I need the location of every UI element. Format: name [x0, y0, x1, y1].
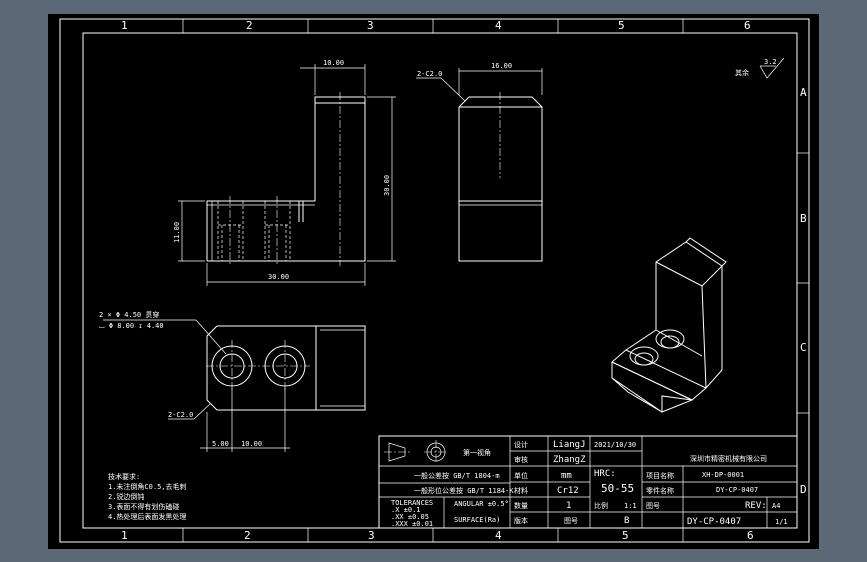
- version-label: 版本: [514, 516, 528, 525]
- front-view-dimensions: 10.00 30.00 11.00 30.00: [173, 59, 396, 286]
- note-line: 4.热处理后表面发黑处理: [108, 512, 186, 521]
- surface-roughness: SURFACE(Ra): [454, 516, 500, 524]
- material-label: 材料: [514, 486, 528, 495]
- size-value[interactable]: A4: [772, 502, 780, 510]
- rev-label: REV:: [745, 501, 767, 511]
- tolerance-line: .X ±0.1: [391, 506, 421, 514]
- col-label: 6: [747, 529, 754, 542]
- material-value[interactable]: Cr12: [557, 486, 579, 496]
- col-label: 1: [121, 529, 128, 542]
- row-label: D: [800, 483, 807, 496]
- check-label: 审核: [514, 455, 528, 464]
- drawing-label: 图号: [646, 502, 660, 510]
- col-label: 4: [495, 529, 502, 542]
- hardness-label: HRC:: [594, 469, 616, 479]
- zone-labels-top: 1 2 3 4 5 6: [121, 19, 751, 32]
- roughness-value: 3.2: [764, 58, 777, 66]
- dim-height-small: 11.00: [173, 222, 181, 243]
- sheet-value[interactable]: 1/1: [775, 518, 788, 526]
- company-name: 深圳市精密机械有限公司: [690, 454, 767, 463]
- col-label: 3: [368, 529, 375, 542]
- part-value[interactable]: DY-CP-0407: [716, 486, 758, 494]
- design-value[interactable]: LiangJ: [553, 440, 586, 450]
- note-line: 2.锐边倒钝: [108, 492, 144, 501]
- dim-width-overall: 30.00: [268, 273, 289, 281]
- hole-note-2: ⌴ Φ 8.00 ↧ 4.40: [99, 322, 164, 330]
- col-label: 3: [367, 19, 374, 32]
- drawing-value[interactable]: DY-CP-0407: [687, 517, 741, 527]
- hole-note-1: 2 × Φ 4.50 贯穿: [99, 310, 159, 319]
- col-label: 5: [622, 529, 629, 542]
- note-line: 1.未注倒角C0.5,去毛刺: [108, 482, 187, 491]
- isometric-view[interactable]: [611, 237, 727, 413]
- col-label: 4: [495, 19, 502, 32]
- row-label: A: [800, 86, 807, 99]
- note-line: 技术要求:: [108, 472, 140, 481]
- drawing-label-alt: 图号: [564, 517, 578, 525]
- col-label: 2: [246, 19, 253, 32]
- zone-dividers: [182, 19, 809, 542]
- roughness-symbol: 其余 3.2: [735, 57, 785, 79]
- unit-value[interactable]: mm: [561, 471, 572, 481]
- row-label: C: [800, 341, 807, 354]
- geometric-tolerance-note: 一般形位公差按 GB/T 1184-K: [414, 486, 514, 495]
- scale-value[interactable]: 1:1: [624, 502, 637, 510]
- col-label: 2: [244, 529, 251, 542]
- dim-chamfer-plan: 2-C2.0: [168, 411, 193, 419]
- dim-side-width: 16.00: [491, 62, 512, 70]
- side-view[interactable]: 16.00 2-C2.0: [416, 62, 543, 262]
- tolerance-line: .XX ±0.05: [391, 513, 429, 521]
- technical-notes: 技术要求: 1.未注倒角C0.5,去毛刺 2.锐边倒钝 3.表面不得有划伤磕碰 …: [108, 472, 187, 521]
- tolerance-line: .XXX ±0.01: [391, 520, 433, 528]
- title-block[interactable]: 第一视角 一般公差按 GB/T 1804-m 一般形位公差按 GB/T 1184…: [378, 435, 798, 529]
- qty-label: 数量: [514, 501, 528, 510]
- projection-label: 第一视角: [463, 448, 491, 457]
- dim-top-width: 10.00: [323, 59, 344, 67]
- dim-chamfer-side: 2-C2.0: [417, 70, 442, 78]
- row-label: B: [800, 212, 807, 225]
- roughness-label: 其余: [735, 68, 749, 77]
- projection-cone-icon: [388, 442, 406, 462]
- general-tolerance-note: 一般公差按 GB/T 1804-m: [414, 471, 500, 480]
- hardness-value[interactable]: 50-55: [601, 482, 634, 495]
- check-value[interactable]: ZhangZ: [553, 455, 586, 465]
- dim-spacing-2: 10.00: [241, 440, 262, 448]
- col-label: 6: [744, 19, 751, 32]
- front-view[interactable]: [206, 92, 366, 266]
- project-value[interactable]: XH-DP-0001: [702, 471, 744, 479]
- outer-frame: [59, 18, 810, 543]
- qty-value[interactable]: 1: [566, 501, 571, 511]
- part-label: 零件名称: [646, 486, 674, 495]
- unit-label: 单位: [514, 471, 528, 480]
- note-line: 3.表面不得有划伤磕碰: [108, 502, 179, 511]
- version-value[interactable]: B: [624, 516, 629, 526]
- zone-labels-right: A B C D: [800, 86, 807, 496]
- col-label: 1: [121, 19, 128, 32]
- scale-label: 比例: [594, 501, 608, 510]
- project-label: 项目名称: [646, 471, 674, 480]
- dim-spacing-1: 5.00: [212, 440, 229, 448]
- plan-view[interactable]: 2 × Φ 4.50 贯穿 ⌴ Φ 8.00 ↧ 4.40 2-C2.0 5.0…: [99, 310, 366, 452]
- zone-labels-bottom: 1 2 3 4 5 6: [121, 529, 754, 542]
- design-label: 设计: [514, 440, 528, 449]
- tolerance-line: TOLERANCES: [391, 499, 433, 507]
- model-space: [48, 14, 819, 549]
- angular-tolerance: ANGULAR ±0.5°: [454, 500, 509, 508]
- dim-height-overall: 30.00: [383, 175, 391, 196]
- date-value[interactable]: 2021/10/30: [594, 441, 636, 449]
- col-label: 5: [618, 19, 625, 32]
